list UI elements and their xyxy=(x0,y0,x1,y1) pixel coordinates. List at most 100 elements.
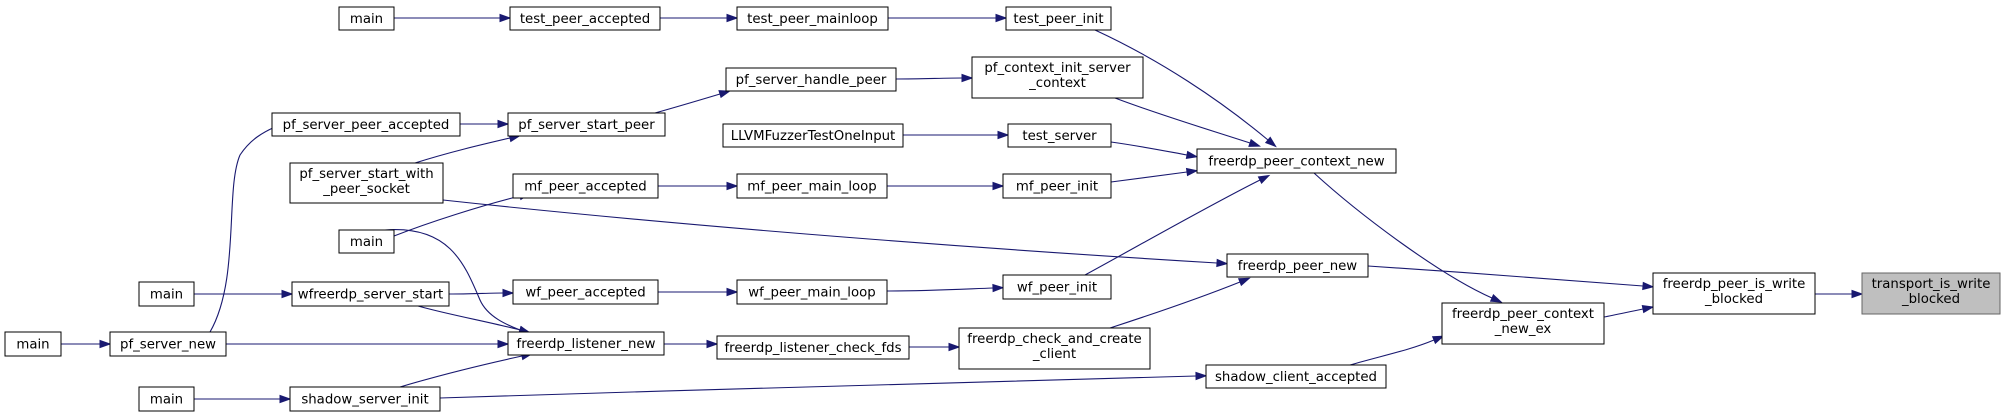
node-test-peer-accepted[interactable]: test_peer_accepted xyxy=(509,6,661,31)
arrow-head-icon xyxy=(992,181,1005,191)
edge-freerdp_peer_new-to-freerdp_peer_is_write_blocked xyxy=(1367,265,1655,291)
node-main-wf[interactable]: main xyxy=(138,281,195,307)
edge-line xyxy=(399,355,523,388)
node-mf-peer-accepted[interactable]: mf_peer_accepted xyxy=(512,173,659,199)
edge-line xyxy=(1114,97,1251,144)
node-label: test_server xyxy=(1022,129,1097,144)
arrow-head-icon xyxy=(99,339,112,349)
arrow-head-icon xyxy=(1237,277,1251,287)
edge-test_server-to-freerdp_peer_context_new xyxy=(1110,141,1199,160)
arrow-head-icon xyxy=(1257,174,1271,184)
edge-line xyxy=(895,77,963,80)
node-transport-is-write-blocked[interactable]: transport_is_write_blocked xyxy=(1861,272,2001,315)
arrow-head-icon xyxy=(992,283,1005,293)
edge-line xyxy=(1313,172,1493,299)
node-box xyxy=(722,123,904,148)
arrow-head-icon xyxy=(961,73,974,83)
node-box xyxy=(507,112,666,137)
node-main-mf[interactable]: main xyxy=(338,229,395,254)
node-shadow-client-accepted[interactable]: shadow_client_accepted xyxy=(1205,364,1387,389)
node-main-pf[interactable]: main xyxy=(4,331,62,357)
node-freerdp-peer-context-new[interactable]: freerdp_peer_context_new xyxy=(1196,148,1397,174)
edge-wf_peer_init-to-freerdp_peer_context_new xyxy=(1084,174,1271,276)
edge-pf_server_handle_peer-to-pf_context_init_server_context xyxy=(895,73,974,83)
edge-line xyxy=(886,287,994,292)
edge-line xyxy=(1367,265,1644,287)
arrow-head-icon xyxy=(499,13,512,23)
edge-LLVMFuzzerTestOneInput-to-test_server xyxy=(903,130,1010,140)
edge-line xyxy=(439,375,1197,399)
node-pf-server-new[interactable]: pf_server_new xyxy=(109,331,227,357)
node-mf-peer-init[interactable]: mf_peer_init xyxy=(1002,173,1112,199)
edge-line xyxy=(1349,339,1435,366)
node-test-peer-mainloop[interactable]: test_peer_mainloop xyxy=(736,6,889,31)
node-LLVMFuzzerTestOneInput[interactable]: LLVMFuzzerTestOneInput xyxy=(722,123,904,148)
edge-main_pf-to-pf_server_new xyxy=(60,339,112,349)
edge-line xyxy=(1110,141,1188,156)
node-wf-peer-main-loop[interactable]: wf_peer_main_loop xyxy=(736,279,888,305)
node-wf-peer-init[interactable]: wf_peer_init xyxy=(1002,274,1112,300)
node-main-shadow[interactable]: main xyxy=(138,386,195,412)
node-box xyxy=(736,6,889,31)
node-shadow-server-init[interactable]: shadow_server_init xyxy=(289,386,441,412)
node-label: freerdp_listener_check_fds xyxy=(724,341,901,356)
edge-line xyxy=(442,199,1218,264)
node-label: shadow_server_init xyxy=(301,393,428,408)
edge-line xyxy=(384,229,521,331)
node-box xyxy=(716,335,910,360)
edge-line xyxy=(209,123,283,333)
node-pf-context-init-server-context[interactable]: pf_context_init_server_context xyxy=(971,56,1144,99)
edge-main_test-to-test_peer_accepted xyxy=(394,13,512,23)
node-wfreerdp-server-start[interactable]: wfreerdp_server_start xyxy=(291,281,450,307)
node-label: main xyxy=(350,12,383,27)
node-freerdp-listener-check-fds[interactable]: freerdp_listener_check_fds xyxy=(716,335,910,360)
node-wf-peer-accepted[interactable]: wf_peer_accepted xyxy=(512,279,659,305)
node-box xyxy=(512,279,659,305)
node-test-server[interactable]: test_server xyxy=(1007,123,1112,148)
node-box xyxy=(1861,272,2001,315)
edge-line xyxy=(654,93,721,114)
edge-pf_server_start_with_peer_socket-to-freerdp_peer_new xyxy=(442,199,1229,268)
edge-mf_peer_init-to-freerdp_peer_context_new xyxy=(1110,167,1199,183)
node-box xyxy=(725,67,897,92)
node-box xyxy=(271,112,461,137)
edge-freerdp_peer_context_new_ex-to-freerdp_peer_is_write_blocked xyxy=(1603,304,1655,318)
node-freerdp-peer-context-new-ex[interactable]: freerdp_peer_context_new_ex xyxy=(1441,302,1605,345)
node-box xyxy=(1226,253,1369,278)
arrow-head-icon xyxy=(948,342,961,352)
arrow-head-icon xyxy=(726,13,739,23)
node-box xyxy=(509,6,661,31)
node-freerdp-check-and-create-client[interactable]: freerdp_check_and_create_client xyxy=(958,327,1151,370)
edge-line xyxy=(1109,281,1241,329)
node-freerdp-listener-new[interactable]: freerdp_listener_new xyxy=(507,331,665,356)
node-box xyxy=(1652,272,1816,315)
node-label: test_peer_init xyxy=(1013,12,1103,27)
node-label: freerdp_check_and_create_client xyxy=(967,332,1141,362)
node-freerdp-peer-new[interactable]: freerdp_peer_new xyxy=(1226,253,1369,278)
edge-line xyxy=(1110,171,1188,183)
arrow-head-icon xyxy=(997,130,1010,140)
node-pf-server-start-with-peer-socket[interactable]: pf_server_start_with_peer_socket xyxy=(289,162,444,204)
edge-wfreerdp_server_start-to-wf_peer_accepted xyxy=(448,288,515,298)
node-pf-server-handle-peer[interactable]: pf_server_handle_peer xyxy=(725,67,897,92)
node-test-peer-init[interactable]: test_peer_init xyxy=(1005,6,1112,31)
edge-line xyxy=(1084,179,1261,276)
node-label: main xyxy=(16,338,49,353)
node-label: wfreerdp_server_start xyxy=(298,288,444,303)
edge-mf_peer_main_loop-to-mf_peer_init xyxy=(887,181,1005,191)
node-pf-server-start-peer[interactable]: pf_server_start_peer xyxy=(507,112,666,137)
node-freerdp-peer-is-write-blocked[interactable]: freerdp_peer_is_write_blocked xyxy=(1652,272,1816,315)
node-pf-server-peer-accepted[interactable]: pf_server_peer_accepted xyxy=(271,112,461,137)
node-mf-peer-main-loop[interactable]: mf_peer_main_loop xyxy=(736,173,888,199)
edge-freerdp_listener_check_fds-to-freerdp_check_and_create_client xyxy=(908,342,961,352)
edge-line xyxy=(417,305,521,331)
arrow-head-icon xyxy=(1431,335,1445,345)
node-label: main xyxy=(150,288,183,303)
nodes-layer: transport_is_write_blocked freerdp_peer_i… xyxy=(4,6,2001,412)
arrow-head-icon xyxy=(1185,150,1199,160)
node-main-test[interactable]: main xyxy=(338,6,395,31)
arrow-head-icon xyxy=(281,289,294,299)
arrow-head-icon xyxy=(279,394,292,404)
node-box xyxy=(1002,274,1112,300)
